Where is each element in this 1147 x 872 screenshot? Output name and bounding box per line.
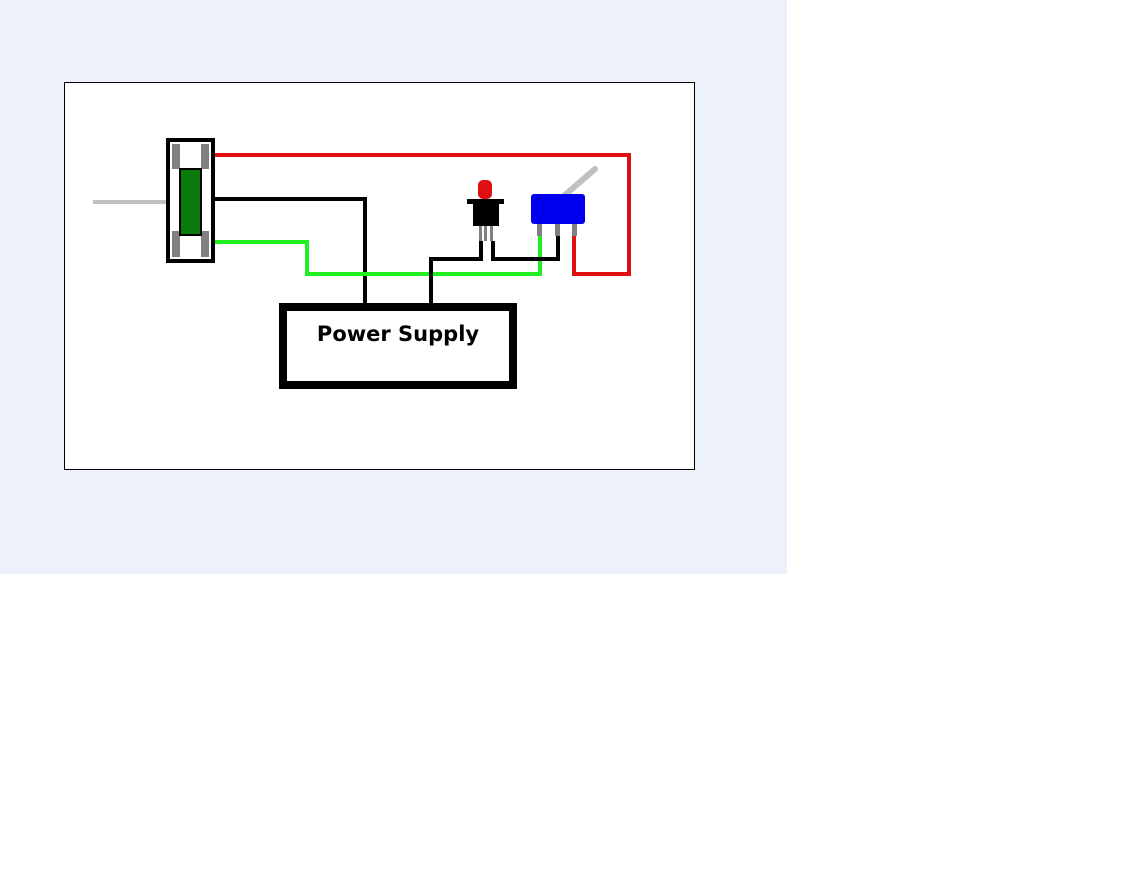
- toggle-switch-pin-left: [537, 224, 542, 236]
- solenoid-end-cap-bottom-left: [172, 231, 180, 257]
- push-button-collar: [467, 199, 504, 204]
- push-button-body: [473, 204, 499, 226]
- solenoid-end-cap-top-left: [172, 144, 180, 169]
- red-wire: [215, 153, 631, 276]
- power-supply: Power Supply: [279, 303, 517, 389]
- push-button: [467, 180, 504, 241]
- push-button-pin-left: [479, 226, 482, 241]
- toggle-switch: [531, 166, 598, 236]
- solenoid-core: [179, 168, 202, 236]
- power-supply-label: Power Supply: [317, 322, 479, 346]
- push-button-pin-middle: [484, 226, 487, 241]
- push-button-pin-right: [490, 226, 493, 241]
- wiring-diagram-svg: Power Supply: [93, 138, 631, 389]
- toggle-switch-body: [531, 194, 585, 224]
- solenoid: [166, 138, 215, 263]
- black-wire-solenoid-to-power-supply: [215, 197, 367, 305]
- solenoid-end-cap-top-right: [201, 144, 209, 169]
- push-button-cap: [478, 180, 492, 199]
- solenoid-end-cap-bottom-right: [201, 231, 209, 257]
- page-background: Power Supply: [0, 0, 787, 574]
- toggle-switch-lever: [562, 166, 598, 198]
- toggle-switch-pin-middle: [555, 224, 560, 236]
- wiring-diagram: Power Supply: [64, 82, 695, 470]
- power-supply-box: [279, 303, 517, 389]
- black-wire-power-supply-to-push-button: [429, 241, 483, 305]
- toggle-switch-pin-right: [572, 224, 577, 236]
- black-wire-push-button-to-toggle-switch: [491, 235, 560, 261]
